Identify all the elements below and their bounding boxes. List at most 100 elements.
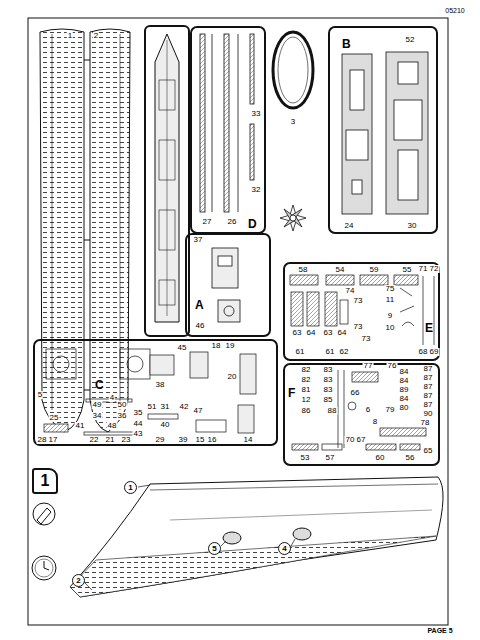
part-number: 3 [290, 118, 296, 126]
part-number: 48 [107, 422, 118, 430]
part-number: 87 [423, 374, 434, 382]
part-number: 68 [418, 348, 429, 356]
part-number: 39 [178, 436, 189, 444]
part-number: 70 [345, 436, 356, 444]
part-number: 4 [109, 394, 115, 402]
part-number: 84 [399, 377, 410, 385]
callout-number: 4 [282, 545, 286, 553]
part-number: 74 [345, 287, 356, 295]
part-number: 53 [300, 454, 311, 462]
sprue-frame: E [283, 262, 440, 361]
sprue-frame: D [190, 26, 266, 234]
part-number: 52 [405, 36, 416, 44]
part-number: 54 [335, 266, 346, 274]
part-number: 81 [301, 386, 312, 394]
part-number: 33 [251, 110, 262, 118]
part-number: 83 [323, 366, 334, 374]
part-number: 42 [179, 403, 190, 411]
part-number: 8 [372, 418, 378, 426]
part-number: 17 [48, 436, 59, 444]
part-number: 14 [243, 436, 254, 444]
part-number: 58 [298, 266, 309, 274]
sprue-letter: C [95, 379, 104, 391]
part-number: 16 [207, 436, 218, 444]
step-number: 1 [41, 473, 50, 489]
callout-number: 1 [124, 481, 137, 494]
part-number: 63 [292, 329, 303, 337]
part-number: 65 [423, 447, 434, 455]
part-number: 1 [67, 32, 73, 40]
ring-part [273, 32, 313, 108]
hull-assembly [70, 477, 443, 597]
part-number: 29 [155, 436, 166, 444]
part-number: 43 [133, 430, 144, 438]
part-number: 15 [195, 436, 206, 444]
part-number: 18 [211, 342, 222, 350]
part-number: 28 [37, 436, 48, 444]
part-number: 76 [387, 362, 398, 370]
part-number: 87 [423, 365, 434, 373]
part-number: 26 [227, 218, 238, 226]
sprue-letter: A [195, 299, 204, 311]
part-number: 36 [117, 412, 128, 420]
part-number: 50 [117, 401, 128, 409]
part-number: 88 [327, 407, 338, 415]
small-parts-c [44, 349, 256, 435]
part-number: 71 [418, 265, 429, 273]
compass-rose [280, 205, 306, 231]
part-number: 84 [399, 395, 410, 403]
part-number: 60 [375, 454, 386, 462]
page-reference: PAGE 5 [426, 627, 453, 635]
part-number: 86 [301, 407, 312, 415]
page-reference: 05210 [444, 7, 465, 15]
part-number: 24 [344, 222, 355, 230]
part-number: 59 [369, 266, 380, 274]
part-number: 62 [339, 348, 350, 356]
part-number: 64 [306, 329, 317, 337]
part-number: 12 [301, 396, 312, 404]
hull-halves [40, 29, 130, 432]
part-number: 61 [325, 348, 336, 356]
part-number: 57 [325, 454, 336, 462]
part-number: 19 [225, 342, 236, 350]
part-number: 31 [160, 403, 171, 411]
part-number: 35 [133, 409, 144, 417]
part-number: 80 [399, 404, 410, 412]
part-number: 10 [385, 324, 396, 332]
part-number: 22 [89, 436, 100, 444]
part-number: 11 [385, 296, 395, 304]
part-number: 69 [429, 348, 440, 356]
part-number: 72 [429, 265, 440, 273]
part-number: 87 [423, 401, 434, 409]
part-number: 20 [227, 373, 238, 381]
part-number: 82 [301, 366, 312, 374]
part-number: 46 [195, 322, 206, 330]
part-number: 64 [337, 329, 348, 337]
part-number: 83 [323, 376, 334, 384]
part-number: 49 [92, 401, 103, 409]
part-number: 73 [353, 297, 364, 305]
small-parts-f [292, 370, 426, 450]
part-number: 44 [133, 420, 144, 428]
sprue-letter: F [288, 387, 295, 399]
part-number: 89 [399, 386, 410, 394]
part-number: 41 [75, 422, 86, 430]
part-number: 5 [37, 391, 43, 399]
part-number: 73 [361, 335, 372, 343]
part-number: 40 [160, 421, 171, 429]
part-number: 51 [147, 403, 158, 411]
part-number: 30 [407, 222, 418, 230]
callout-number: 5 [208, 542, 221, 555]
part-number: 73 [353, 323, 364, 331]
deck-pieces [342, 52, 428, 214]
part-number: 87 [423, 383, 434, 391]
part-number: 47 [193, 407, 204, 415]
part-number: 34 [92, 412, 103, 420]
part-number: 84 [399, 368, 410, 376]
part-number: 83 [323, 386, 334, 394]
part-number: 67 [356, 436, 367, 444]
part-number: 82 [301, 376, 312, 384]
part-number: 56 [405, 454, 416, 462]
step-number: 1 [32, 468, 58, 494]
